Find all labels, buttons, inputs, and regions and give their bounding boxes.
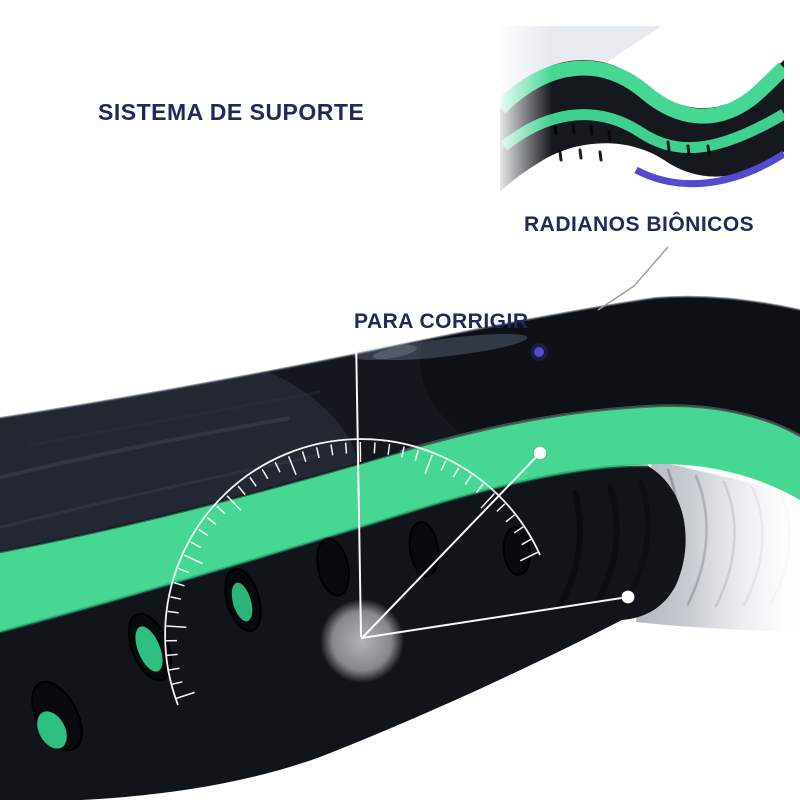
inset-cross-section-photo xyxy=(500,24,784,208)
vent-hole-green xyxy=(231,582,253,622)
vent-hole-green xyxy=(37,711,67,749)
inset-green-top-layer xyxy=(500,60,784,124)
vent-hole xyxy=(316,537,350,597)
angle-tick-marks xyxy=(165,441,539,700)
vent-hole xyxy=(408,521,440,577)
angle-protractor-overlay xyxy=(164,335,635,706)
radius-line-upper xyxy=(361,452,541,639)
measure-dot-upper xyxy=(533,446,547,460)
correction-label: PARA CORRIGIR xyxy=(354,310,529,333)
measure-dot-lower xyxy=(621,590,635,604)
support-system-label: SISTEMA DE SUPORTE xyxy=(98,99,365,125)
insole-top-fabric xyxy=(0,296,800,552)
angle-arc xyxy=(164,438,541,706)
foam-shading xyxy=(557,479,651,608)
inset-insole-body xyxy=(500,60,784,192)
vent-hole-green xyxy=(135,626,163,672)
vent-hole xyxy=(502,526,532,576)
ventilation-holes xyxy=(31,521,532,751)
blue-dot-print xyxy=(534,347,544,357)
bionic-radians-label: RADIANOS BIÔNICOS xyxy=(524,213,755,236)
callout-line xyxy=(597,246,669,311)
angle-center-disc xyxy=(320,599,404,683)
inset-vent-holes xyxy=(553,122,711,162)
vertical-reference-line xyxy=(355,335,362,637)
fabric-green-seam xyxy=(0,404,800,554)
green-bottom-shadow xyxy=(0,464,649,634)
inset-blue-layer xyxy=(634,151,784,188)
fabric-print xyxy=(353,333,548,361)
insole-top-edge-highlight xyxy=(0,295,800,419)
radius-line-lower xyxy=(361,596,629,639)
